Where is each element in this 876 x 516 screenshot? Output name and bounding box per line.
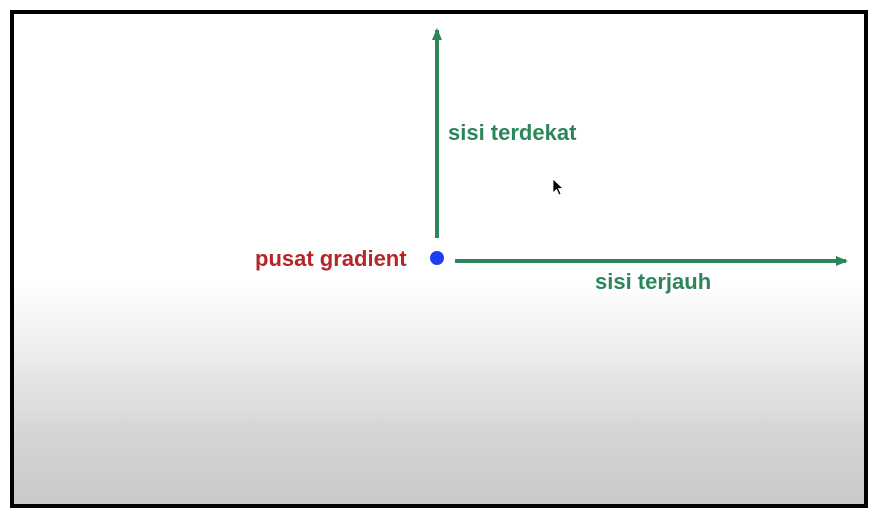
center-label: pusat gradient [255,246,407,271]
farthest-side-label: sisi terjauh [595,269,712,294]
nearest-side-label: sisi terdekat [448,120,577,145]
mouse-pointer-icon [552,178,565,196]
gradient-center-dot [430,251,444,265]
